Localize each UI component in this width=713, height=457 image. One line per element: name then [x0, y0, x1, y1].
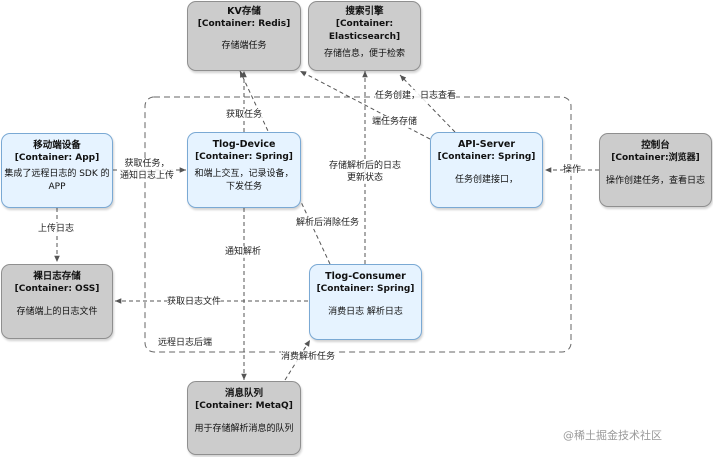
edge-label-fetch-task: 获取任务 [226, 109, 263, 121]
node-description: 存储端任务 [221, 41, 267, 51]
node-subtitle: [Container: Spring] [437, 152, 536, 162]
node-subtitle: [Container: Spring] [195, 152, 293, 162]
node-title: 裸日志存储 [33, 271, 81, 282]
node-subtitle: [Container: OSS] [14, 284, 100, 294]
edge-label-fetch-log-file: 获取日志文件 [167, 296, 222, 308]
node-subtitle: [Container: App] [14, 153, 100, 163]
node-subtitle: [Container: Redis] [197, 19, 291, 29]
node-description: 集成了远程日志的 SDK 的 APP [4, 169, 110, 192]
node-description: 用于存储解析消息的队列 [194, 424, 294, 434]
node-description: 任务创建接口， [454, 175, 518, 185]
edge-label-delete-after-parse: 解析后消除任务 [296, 217, 360, 229]
edge-label-notify-parse: 通知解析 [225, 246, 262, 258]
edge-label-consume-parse-task: 消费解析任务 [281, 351, 336, 363]
node-description: 和端上交互，记录设备， 下发任务 [194, 169, 294, 192]
node-description: 存储信息，便于检索 [323, 49, 405, 59]
node-api-server[interactable]: API-Server [Container: Spring] 任务创建接口， [430, 132, 543, 208]
node-tlog-device[interactable]: Tlog-Device [Container: Spring] 和端上交互，记录… [187, 132, 301, 208]
node-subtitle: [Container: Elasticsearch] [328, 19, 401, 42]
system-boundary [144, 96, 572, 353]
edge-end-task-store [399, 74, 456, 133]
node-subtitle: [Container: Spring] [316, 284, 415, 294]
node-elasticsearch[interactable]: 搜索引擎 [Container: Elasticsearch] 存储信息，便于检… [308, 1, 421, 71]
edge-label-operate: 操作 [563, 164, 582, 176]
node-title: API-Server [457, 139, 516, 150]
edge-label-end-task-store: 端任务存储 [372, 116, 418, 128]
boundary-label: 远程日志后端 [158, 337, 213, 349]
edge-label-get-task-notify: 获取任务， 通知日志上传 [120, 158, 175, 182]
node-description: 消费日志 解析日志 [328, 307, 403, 317]
node-tlog-consumer[interactable]: Tlog-Consumer [Container: Spring] 消费日志 解… [309, 264, 422, 340]
node-redis[interactable]: KV存储 [Container: Redis] 存储端任务 [187, 1, 301, 71]
node-title: Tlog-Consumer [325, 271, 406, 282]
node-console[interactable]: 控制台 [Container:浏览器] 操作创建任务，查看日志 [599, 133, 712, 207]
edge-label-upload-log: 上传日志 [38, 223, 75, 235]
node-title: 移动端设备 [33, 140, 81, 151]
node-description: 存储端上的日志文件 [16, 307, 98, 317]
node-title: Tlog-Device [212, 139, 276, 150]
edge-label-task-create-log-view: 任务创建，日志查看 [375, 90, 457, 102]
node-title: KV存储 [227, 6, 261, 17]
node-title: 搜索引擎 [345, 6, 384, 17]
edge-label-store-parsed-log: 存储解析后的日志 更新状态 [329, 160, 402, 184]
node-title: 控制台 [641, 140, 670, 151]
node-title: 消息队列 [224, 388, 263, 399]
node-mq[interactable]: 消息队列 [Container: MetaQ] 用于存储解析消息的队列 [187, 381, 301, 455]
node-subtitle: [Container:浏览器] [611, 153, 700, 163]
node-description: 操作创建任务，查看日志 [605, 176, 705, 186]
watermark: @稀土掘金技术社区 [563, 429, 662, 442]
node-subtitle: [Container: MetaQ] [195, 401, 293, 411]
node-oss[interactable]: 裸日志存储 [Container: OSS] 存储端上的日志文件 [1, 264, 113, 339]
node-app[interactable]: 移动端设备 [Container: App] 集成了远程日志的 SDK 的 AP… [1, 133, 113, 208]
